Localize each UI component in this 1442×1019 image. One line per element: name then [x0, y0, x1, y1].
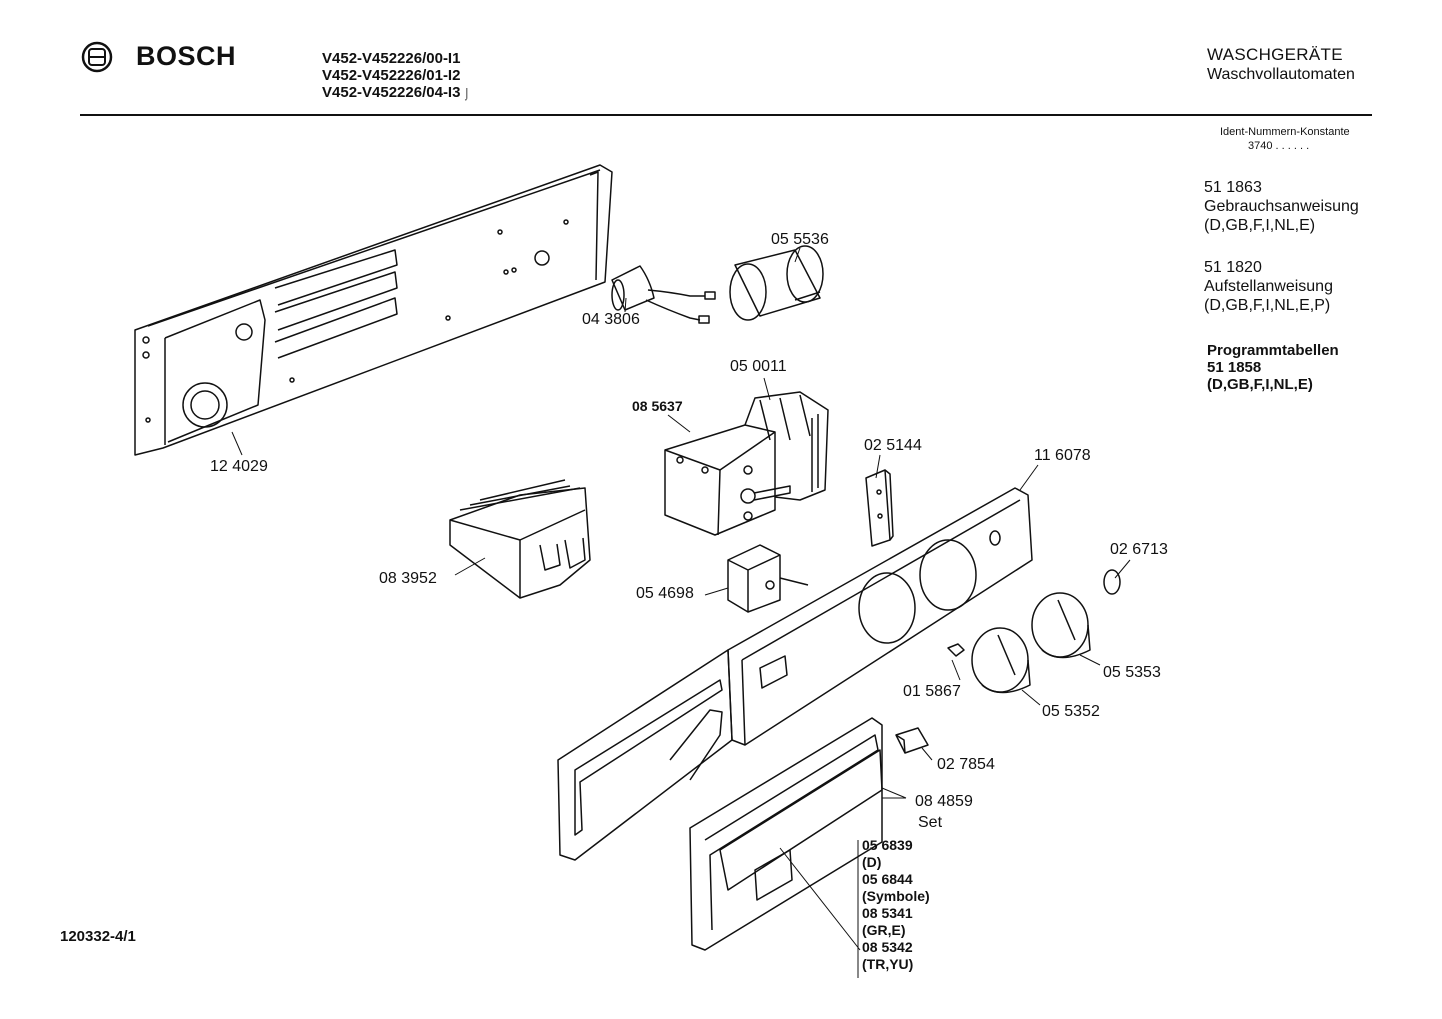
doc-langs: (D,GB,F,I,NL,E) [1207, 376, 1313, 393]
category-title: WASCHGERÄTE [1207, 45, 1343, 64]
variant-item: (D) [862, 854, 882, 870]
doc-install: 51 1820 Aufstellanweisung (D,GB,F,I,NL,E… [1204, 258, 1333, 315]
part-label: 11 6078 [1034, 447, 1091, 464]
variant-item: (GR,E) [862, 922, 906, 938]
subcategory-title: Waschvollautomaten [1207, 66, 1355, 83]
switch-block-part [450, 480, 590, 598]
part-label: 08 3952 [379, 570, 437, 587]
lock-slider-part [866, 470, 893, 546]
doc-title: Gebrauchsanweisung [1204, 198, 1359, 215]
doc-program-tables: Programmtabellen 51 1858 (D,GB,F,I,NL,E) [1207, 342, 1339, 393]
doc-manual: 51 1863 Gebrauchsanweisung (D,GB,F,I,NL,… [1204, 178, 1359, 235]
bosch-armature-icon [81, 41, 113, 73]
part-label: 05 5352 [1042, 703, 1100, 720]
model-list: V452-V452226/00-I1 V452-V452226/01-I2 V4… [322, 50, 470, 103]
bosch-logo [80, 40, 114, 79]
knob-left-part [972, 628, 1030, 693]
drawing-number: 120332-4/1 [60, 928, 136, 945]
doc-number: 51 1863 [1204, 179, 1262, 196]
brand-name: BOSCH [136, 41, 237, 71]
leader-lines [232, 248, 1130, 978]
ident-value: 3740 . . . . . . [1248, 140, 1310, 152]
program-selector-part [665, 392, 828, 535]
part-label: 05 0011 [730, 358, 787, 375]
model-line: V452-V452226/00-I1 [322, 50, 461, 67]
part-label-note: Set [918, 814, 943, 831]
doc-number: 51 1820 [1204, 259, 1262, 276]
variant-item: 08 5341 [862, 905, 913, 921]
part-label: 01 5867 [903, 683, 961, 700]
variant-item: (TR,YU) [862, 956, 914, 972]
small-capacitor-part [612, 266, 715, 323]
detergent-drawer-front-part [690, 718, 882, 950]
doc-title: Programmtabellen [1207, 342, 1339, 359]
model-line: V452-V452226/04-I3 ⌡ [322, 84, 471, 101]
push-button-part [896, 728, 928, 753]
part-label: 05 5536 [771, 231, 829, 248]
part-label: 04 3806 [582, 311, 640, 328]
indicator-lamp-part [948, 644, 964, 656]
control-panel-part [558, 488, 1032, 860]
run-capacitor-part [730, 246, 823, 320]
doc-number: 51 1858 [1207, 359, 1262, 376]
variant-item: (Symbole) [862, 888, 930, 904]
model-line: V452-V452226/01-I2 [322, 67, 461, 84]
small-cap-part [1104, 570, 1120, 594]
doc-title: Aufstellanweisung [1204, 278, 1333, 295]
knob-right-part [1032, 593, 1090, 658]
variant-item: 05 6844 [862, 871, 913, 887]
part-label: 08 4859 [915, 793, 973, 810]
part-label: 08 5637 [632, 398, 683, 414]
doc-langs: (D,GB,F,I,NL,E,P) [1204, 297, 1331, 314]
rotary-switch-part [728, 545, 808, 612]
part-label: 05 4698 [636, 585, 694, 602]
variant-item: 05 6839 [862, 837, 913, 853]
part-label: 05 5353 [1103, 664, 1161, 681]
part-label: 12 4029 [210, 458, 268, 475]
rear-bracket-part [135, 165, 612, 455]
variant-list: 05 6839 (D) 05 6844 (Symbole) 08 5341 (G… [862, 837, 930, 973]
part-label: 02 6713 [1110, 541, 1168, 558]
ident-label: Ident-Nummern-Konstante [1220, 126, 1350, 138]
part-label: 02 7854 [937, 756, 995, 773]
variant-item: 08 5342 [862, 939, 913, 955]
header-rule [80, 114, 1372, 116]
part-label: 02 5144 [864, 437, 922, 454]
doc-langs: (D,GB,F,I,NL,E) [1204, 217, 1316, 234]
